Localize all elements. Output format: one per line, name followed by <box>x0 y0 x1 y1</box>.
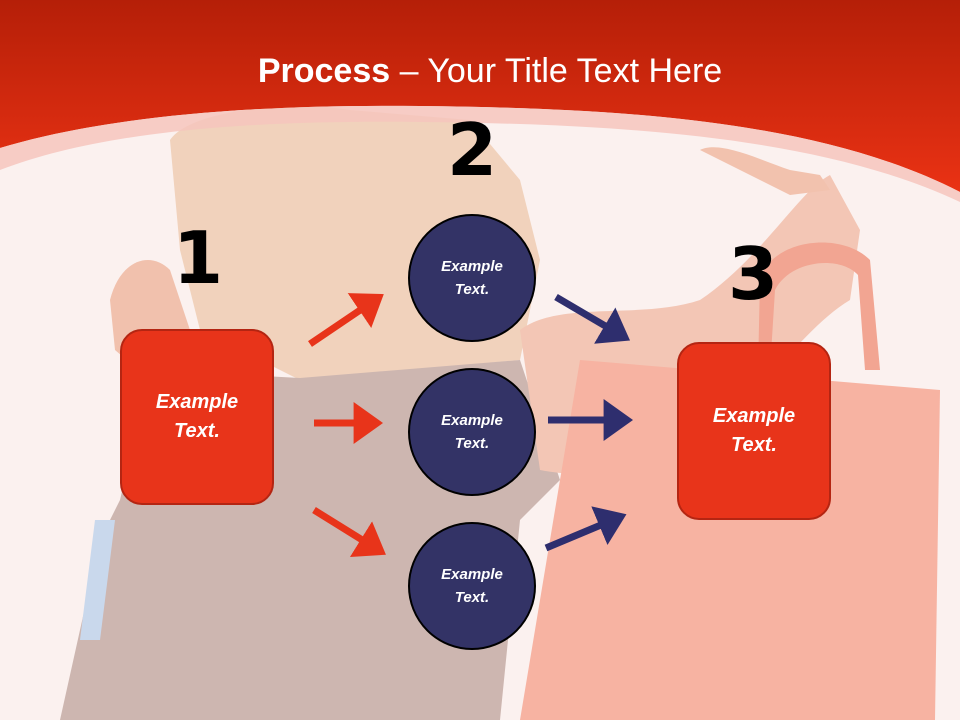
process-circle-bottom-text: Example Text. <box>441 566 503 606</box>
slide-title: Process – Your Title Text Here <box>0 52 960 91</box>
process-circle-middle-text: Example Text. <box>441 412 503 452</box>
step-number-2: 2 <box>446 108 498 192</box>
title-rest: – Your Title Text Here <box>390 52 723 90</box>
step-number-1: 1 <box>172 216 224 300</box>
title-bold: Process <box>257 52 391 90</box>
process-circle-middle: Example Text. <box>408 368 536 496</box>
process-circle-top: Example Text. <box>408 214 536 342</box>
process-box-right-text: Example Text. <box>712 405 796 456</box>
process-box-left: Example Text. <box>120 329 274 505</box>
step-number-3: 3 <box>727 232 779 316</box>
process-box-right: Example Text. <box>677 342 831 520</box>
process-circle-top-text: Example Text. <box>441 258 503 298</box>
process-box-left-text: Example Text. <box>155 391 239 442</box>
process-circle-bottom: Example Text. <box>408 522 536 650</box>
